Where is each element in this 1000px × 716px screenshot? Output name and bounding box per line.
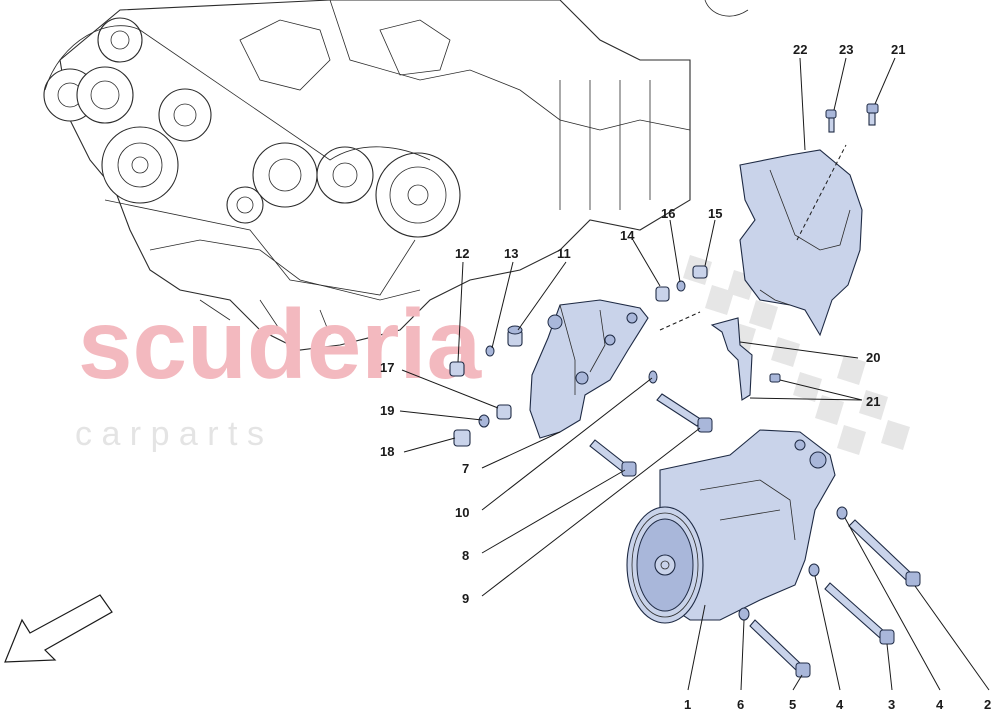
bolt-23 — [825, 109, 837, 133]
washer-4-upper — [836, 506, 848, 520]
bolt-21-top — [866, 103, 879, 126]
washer-13 — [485, 345, 495, 357]
callout-13: 13 — [504, 246, 518, 261]
callout-22: 22 — [793, 42, 807, 57]
callout-3: 3 — [888, 697, 895, 712]
callout-15: 15 — [708, 206, 722, 221]
callout-11: 11 — [557, 246, 571, 261]
leader-lines — [399, 57, 990, 691]
washer-6 — [738, 607, 750, 621]
spacer-11 — [507, 325, 523, 347]
engine-block-drawing — [43, 0, 749, 351]
callout-10: 10 — [455, 505, 469, 520]
callout-12: 12 — [455, 246, 469, 261]
screw-18 — [453, 429, 471, 447]
bolt-2 — [848, 519, 921, 587]
spacer-14 — [655, 286, 670, 302]
callout-4-upper: 4 — [936, 697, 944, 712]
bolt-8 — [589, 439, 637, 477]
washer-16 — [676, 280, 686, 292]
callout-labels: 22 23 21 20 21 14 16 15 11 13 12 17 19 1… — [380, 42, 991, 712]
callout-23: 23 — [839, 42, 853, 57]
compressor-support-bracket — [529, 299, 649, 439]
bolt-15 — [692, 265, 708, 279]
spacer-17 — [496, 404, 512, 420]
callout-19: 19 — [380, 403, 394, 418]
bracket-20 — [710, 317, 781, 401]
ac-compressor — [626, 429, 836, 624]
washer-10 — [648, 370, 658, 384]
callout-2: 2 — [984, 697, 991, 712]
callout-16: 16 — [661, 206, 675, 221]
callout-14: 14 — [620, 228, 635, 243]
orientation-arrow-icon — [4, 594, 113, 663]
callout-4-lower: 4 — [836, 697, 844, 712]
callout-5: 5 — [789, 697, 796, 712]
callout-6: 6 — [737, 697, 744, 712]
callout-21-side: 21 — [866, 394, 880, 409]
bolt-3 — [824, 582, 895, 645]
washer-19 — [478, 414, 490, 428]
heat-shield-part — [739, 149, 863, 337]
callout-18: 18 — [380, 444, 394, 459]
callout-8: 8 — [462, 548, 469, 563]
callout-7: 7 — [462, 461, 469, 476]
callout-21-top: 21 — [891, 42, 905, 57]
screw-12 — [449, 361, 465, 377]
watermark-subtitle: c a r p a r t s — [75, 415, 264, 453]
callout-17: 17 — [380, 360, 394, 375]
callout-20: 20 — [866, 350, 880, 365]
washer-4-lower — [808, 563, 820, 577]
bolt-9 — [656, 393, 713, 433]
bolt-5 — [749, 619, 811, 678]
callout-9: 9 — [462, 591, 469, 606]
watermark-brand: scuderia — [78, 289, 483, 399]
callout-1: 1 — [684, 697, 691, 712]
